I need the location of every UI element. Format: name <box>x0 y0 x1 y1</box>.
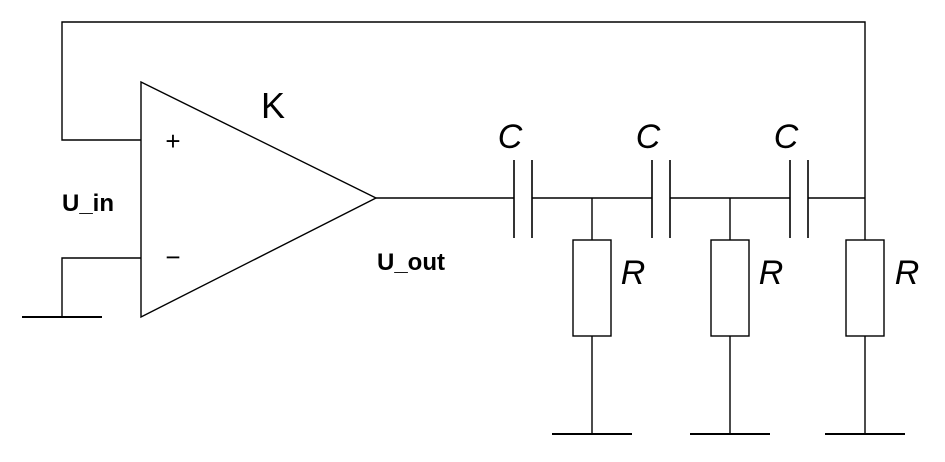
resistor-3 <box>845 239 885 337</box>
minus-input-wire <box>22 257 141 318</box>
op-amp-triangle <box>140 80 378 319</box>
resistor-label-2: R <box>759 254 784 292</box>
plus-input-symbol: + <box>165 126 180 156</box>
input-label: U_in <box>62 190 114 217</box>
output-label: U_out <box>377 249 445 276</box>
capacitor-1 <box>513 160 533 238</box>
resistor-2 <box>710 239 750 337</box>
feedback-wire <box>61 21 866 198</box>
capacitor-3 <box>789 160 809 238</box>
resistor-1 <box>572 239 612 337</box>
rc-stage-2: C R <box>636 118 784 435</box>
op-amp: + − K <box>140 80 378 319</box>
gain-label: K <box>261 85 285 126</box>
rc-stage-1: C R <box>498 118 646 435</box>
rc-stage-3: C R <box>774 118 920 435</box>
resistor-label-3: R <box>895 254 920 292</box>
capacitor-2 <box>651 160 671 238</box>
minus-input-symbol: − <box>165 242 180 272</box>
capacitor-label-3: C <box>774 118 799 156</box>
capacitor-label-1: C <box>498 118 523 156</box>
resistor-label-1: R <box>621 254 646 292</box>
capacitor-label-2: C <box>636 118 661 156</box>
